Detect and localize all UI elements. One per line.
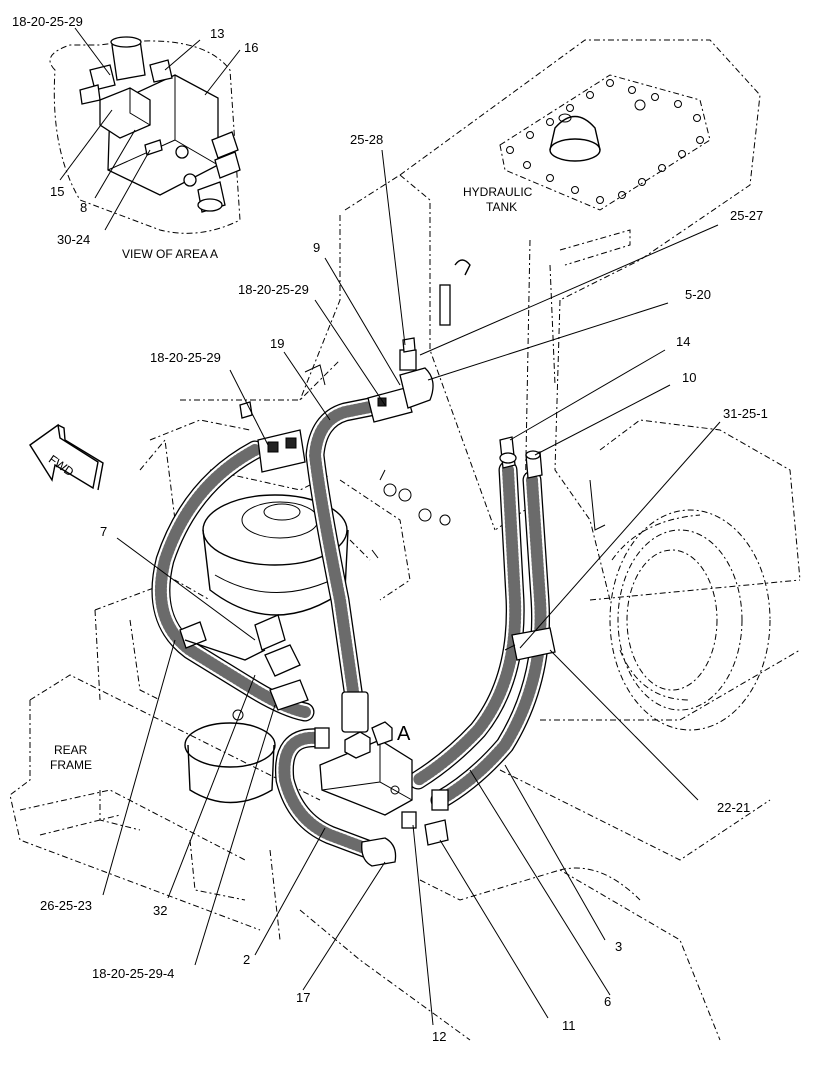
label-25-27: 25-27 — [730, 208, 763, 223]
label-5-20: 5-20 — [685, 287, 711, 302]
label-17: 17 — [296, 990, 310, 1005]
machine-outline — [9, 39, 801, 1041]
inset-view-area-a — [49, 36, 241, 234]
label-6: 6 — [604, 994, 611, 1009]
fittings — [179, 337, 556, 867]
label-inset-15: 15 — [50, 184, 64, 199]
label-18-20-25-29-upper: 18-20-25-29 — [238, 282, 309, 297]
label-7: 7 — [100, 524, 107, 539]
hose-assemblies — [151, 395, 551, 860]
label-31-25-1: 31-25-1 — [723, 406, 768, 421]
tank-label-line1: HYDRAULIC — [463, 185, 533, 199]
label-18-20-25-29-left: 18-20-25-29 — [150, 350, 221, 365]
label-26-25-23: 26-25-23 — [40, 898, 92, 913]
label-14: 14 — [676, 334, 690, 349]
label-inset-18-20-25-29: 18-20-25-29 — [12, 14, 83, 29]
label-25-28: 25-28 — [350, 132, 383, 147]
label-9: 9 — [313, 240, 320, 255]
label-3: 3 — [615, 939, 622, 954]
label-inset-8: 8 — [80, 200, 87, 215]
label-12: 12 — [432, 1029, 446, 1044]
label-18-20-25-29-4: 18-20-25-29-4 — [92, 966, 174, 981]
label-19: 19 — [270, 336, 284, 351]
label-11: 11 — [562, 1018, 576, 1033]
label-area-a: A — [397, 723, 411, 745]
label-10: 10 — [682, 370, 696, 385]
label-inset-30-24: 30-24 — [57, 232, 90, 247]
view-caption: VIEW OF AREA A — [122, 247, 218, 261]
leader-lines — [59, 27, 721, 1026]
label-32: 32 — [153, 903, 167, 918]
rear-frame-line1: REAR — [54, 743, 88, 757]
label-22-21: 22-21 — [717, 800, 750, 815]
tank-bolt-ring — [506, 79, 704, 204]
fwd-arrow — [29, 423, 104, 491]
label-2: 2 — [243, 952, 250, 967]
label-inset-13: 13 — [210, 26, 224, 41]
label-inset-16: 16 — [244, 40, 258, 55]
rear-frame-line2: FRAME — [50, 758, 92, 772]
tank-label-line2: TANK — [486, 200, 517, 214]
